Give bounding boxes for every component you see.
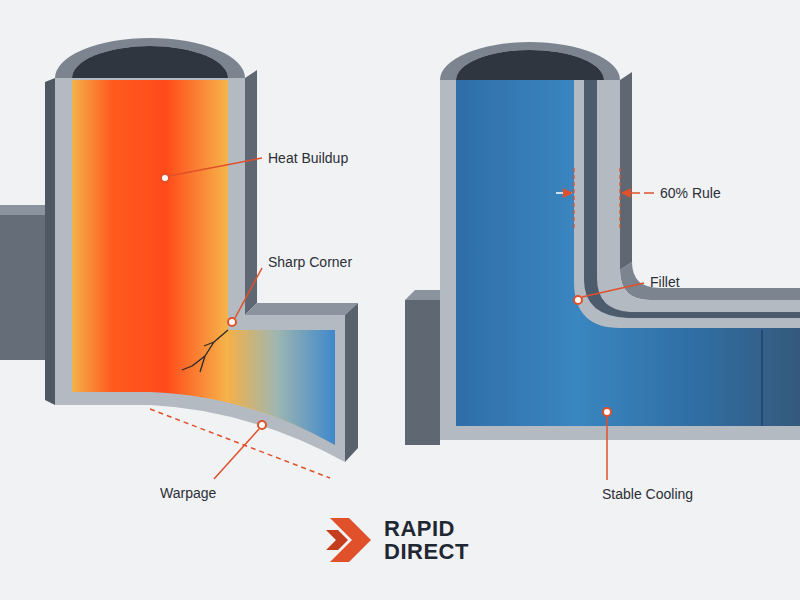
callout-dot: [574, 296, 582, 304]
leader-line: [235, 268, 262, 318]
warpage-reference: [150, 409, 330, 478]
label-holder: Fillet: [650, 274, 680, 291]
callout-dot: [228, 318, 236, 326]
cylinder-rim: [55, 38, 245, 78]
callout-label: Fillet: [650, 274, 680, 291]
callout-label: Heat Buildup: [268, 150, 348, 167]
callout-label: Warpage: [160, 485, 216, 502]
label-holder: Heat Buildup: [268, 150, 348, 167]
wall-channel: [584, 80, 800, 318]
label-holder: Warpage: [160, 485, 216, 502]
cooling-arm: [228, 330, 335, 445]
label-holder: Stable Cooling: [602, 486, 693, 503]
leader-line: [644, 192, 654, 194]
cool-core: [456, 80, 800, 426]
cylinder-rim: [440, 42, 620, 80]
base-stub: [405, 300, 440, 445]
arm-end-face: [345, 303, 358, 462]
cylinder-side: [620, 72, 632, 270]
label-holder: Sharp Corner: [268, 254, 352, 271]
logo-text: RAPID DIRECT: [384, 517, 476, 563]
dimension-arrow: [622, 192, 640, 194]
callout-label: Stable Cooling: [602, 486, 693, 503]
leader-line: [214, 429, 259, 479]
label-holder: RAPID DIRECT: [384, 517, 476, 563]
cylinder-side: [245, 70, 257, 315]
crack: [182, 330, 228, 372]
arm-top-face: [245, 303, 358, 315]
label-holder: 60% Rule: [660, 185, 721, 202]
section-wall: [440, 80, 800, 440]
callout-label: 60% Rule: [660, 185, 721, 202]
arm-top-face: [620, 262, 800, 300]
leader-line: [606, 417, 608, 480]
dimension-line: [573, 168, 574, 228]
cylinder-bore: [72, 46, 228, 78]
dimension-line: [619, 168, 620, 228]
leader-line: [169, 158, 262, 176]
logo-icon: [326, 530, 348, 550]
callout-dot: [161, 174, 169, 182]
callout-dot: [603, 408, 611, 416]
leader-line: [582, 283, 644, 297]
callout-label: Sharp Corner: [268, 254, 352, 271]
cylinder-bore: [456, 50, 604, 80]
cylinder-side: [45, 78, 55, 405]
rib-line: [761, 330, 763, 426]
callout-dot: [258, 421, 266, 429]
dimension-arrow: [556, 192, 572, 194]
